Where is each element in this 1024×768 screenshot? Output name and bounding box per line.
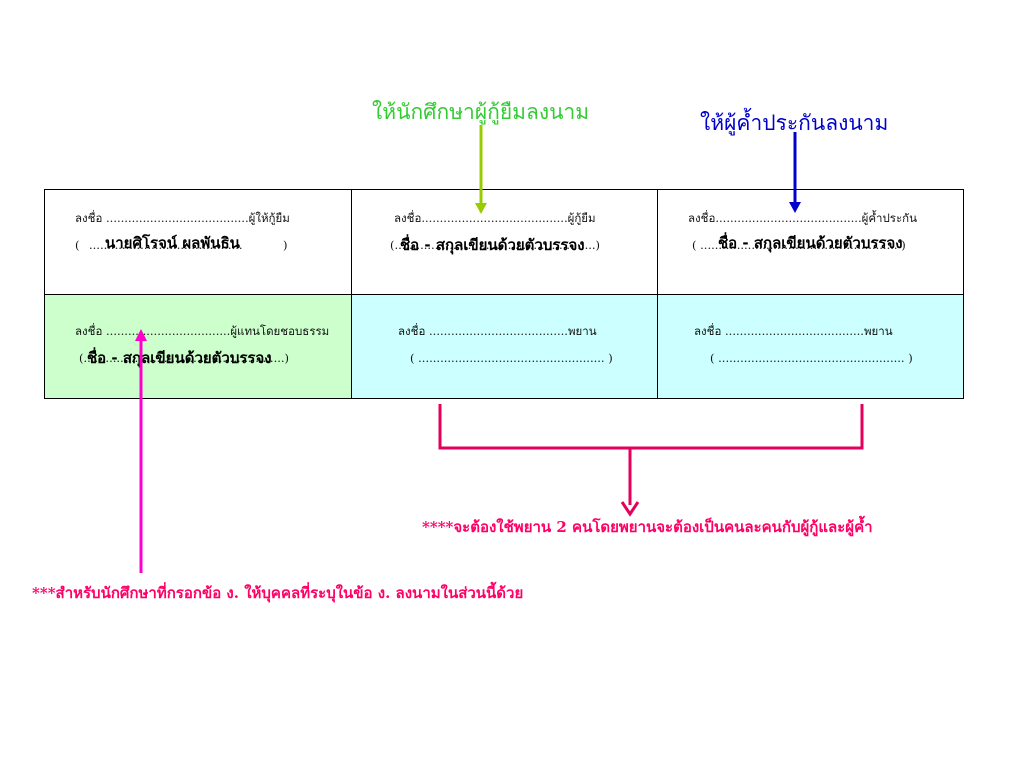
lender-name: นายศิโรจน์ ผลพันธิน	[105, 234, 240, 252]
lender-paren-open: (	[75, 238, 80, 252]
witness1-paren-line: ( ......................................…	[410, 351, 613, 365]
agent-paren-line: (.......................................…	[79, 351, 290, 365]
witness-bracket-arrow-head	[620, 501, 640, 517]
borrower-name-hint: ชื่อ - สกุลเขียนด้วยตัวบรรจง	[400, 236, 585, 254]
guarantor-signature-cell: ลงชื่อ..................................…	[658, 190, 963, 295]
lender-sign-line: ลงชื่อ .................................…	[75, 211, 290, 225]
borrower-sign-line: ลงชื่อ..................................…	[394, 211, 596, 225]
witness2-signature-cell: ลงชื่อ .................................…	[658, 295, 963, 398]
witness-requirement-note: ****จะต้องใช้พยาน 2 คนโดยพยานจะต้องเป็นค…	[422, 518, 873, 536]
witness-bracket	[438, 404, 864, 450]
lender-signature-cell: ลงชื่อ .................................…	[45, 190, 352, 295]
lender-paren-dots: ........................................…	[89, 238, 243, 252]
student-sign-instruction: ให้นักศึกษาผู้กู้ยืมลงนาม	[372, 100, 590, 124]
lender-paren-close: )	[283, 238, 288, 252]
borrower-paren-line: (.......................................…	[390, 238, 601, 252]
borrower-signature-cell: ลงชื่อ..................................…	[352, 190, 658, 295]
agent-name-hint: ชื่อ - สกุลเขียนด้วยตัวบรรจง	[87, 349, 272, 367]
witness1-sign-line: ลงชื่อ .................................…	[398, 324, 597, 338]
guarantor-sign-line: ลงชื่อ..................................…	[688, 211, 917, 225]
guarantor-name-hint: ชื่อ - สกุลเขียนด้วยตัวบรรจง	[718, 234, 903, 252]
signature-table: ลงชื่อ .................................…	[44, 189, 964, 399]
agent-signature-cell: ลงชื่อ .................................…	[45, 295, 352, 398]
agent-signature-note: ***สำหรับนักศึกษาที่กรอกข้อ ง. ให้บุคคลท…	[32, 584, 524, 602]
guarantor-paren-line: ( ......................................…	[692, 238, 906, 252]
witness1-signature-cell: ลงชื่อ .................................…	[352, 295, 658, 398]
witness2-paren-line: ( ......................................…	[710, 351, 913, 365]
agent-sign-line: ลงชื่อ .................................…	[75, 324, 330, 338]
guarantor-sign-instruction: ให้ผู้ค้ำประกันลงนาม	[700, 111, 889, 135]
witness2-sign-line: ลงชื่อ .................................…	[694, 324, 893, 338]
